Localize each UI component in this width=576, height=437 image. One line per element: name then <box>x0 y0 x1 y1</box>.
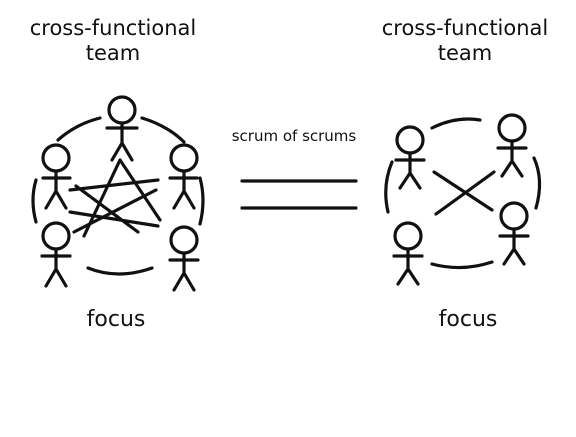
right-team-boundary-arc <box>384 160 394 214</box>
right-team-focus-label: focus <box>438 307 498 332</box>
left-team-boundary-arc <box>31 178 38 224</box>
left-team <box>31 95 205 292</box>
person-icon <box>168 225 200 292</box>
scrum-of-scrums-label: scrum of scrums <box>231 127 357 145</box>
right-team-communication-lines <box>432 170 496 216</box>
right-team-boundary-arc <box>532 156 542 210</box>
person-icon <box>392 221 424 286</box>
person-icon <box>105 95 139 162</box>
person-icon <box>41 143 72 210</box>
person-icon <box>168 143 199 210</box>
person-icon <box>40 221 72 288</box>
right-team-boundary-arc <box>430 260 494 270</box>
left-team-boundary-arc <box>56 116 102 142</box>
right-team-title-line2: team <box>437 41 493 65</box>
left-team-boundary-arc <box>140 116 186 144</box>
left-team-boundary-arc <box>86 266 154 276</box>
person-icon <box>498 201 530 266</box>
left-team-title-line1: cross-functional <box>29 16 197 40</box>
right-team-title: cross-functional team <box>356 16 574 66</box>
left-team-boundary-arc <box>198 176 205 226</box>
left-team-title: cross-functional team <box>0 16 226 66</box>
left-team-title-line2: team <box>85 41 141 65</box>
left-team-communication-lines <box>68 158 162 238</box>
right-team-title-line1: cross-functional <box>381 16 549 40</box>
person-icon <box>496 113 528 178</box>
person-icon <box>394 125 426 190</box>
right-team-boundary-arc <box>430 117 482 130</box>
equals-sign <box>240 179 358 210</box>
right-team <box>384 113 542 286</box>
left-team-focus-label: focus <box>86 307 146 332</box>
